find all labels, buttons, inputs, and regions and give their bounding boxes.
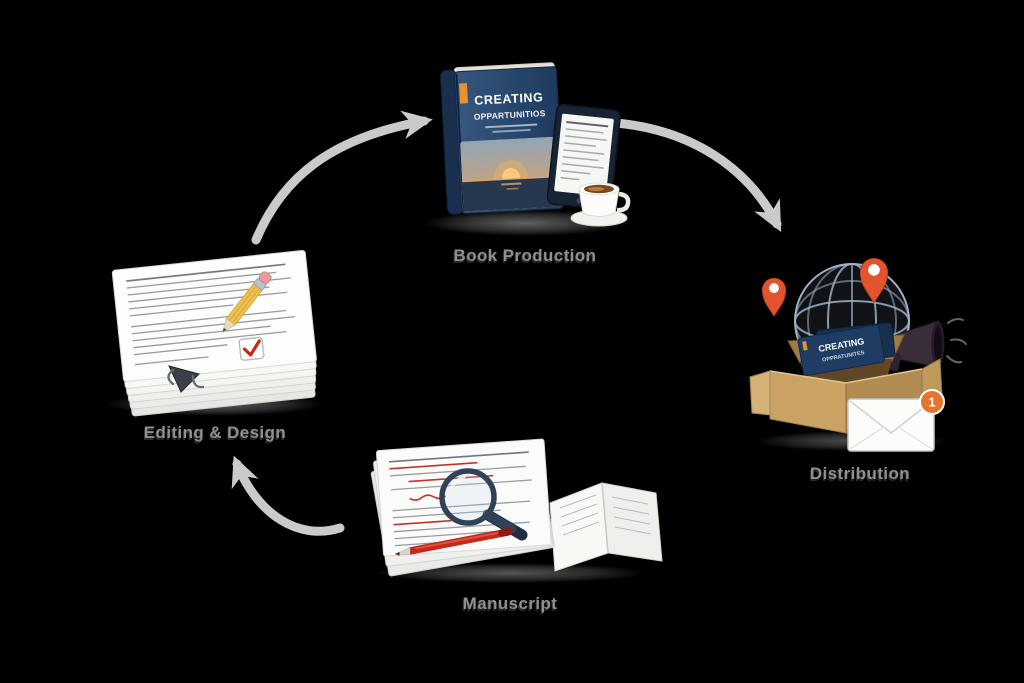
stage-label-editing-design: Editing & Design: [143, 423, 287, 442]
cover-accent: [458, 83, 469, 104]
booklet-text-lines: [559, 494, 652, 536]
coffee-cup-icon: [570, 182, 631, 227]
location-pin-icon: [761, 277, 787, 317]
arrow-editing-to-production: [251, 110, 433, 245]
stage-editing-design: Editing & Design: [85, 232, 345, 443]
stage-label-book-production: Book Production: [453, 246, 597, 265]
manuscript-text-lines: [126, 263, 295, 366]
book-cover-title: CREATING: [474, 90, 544, 108]
book-cover-subtitle: OPPARTUNITIOS: [474, 108, 546, 122]
distribution-illustration: CREATING OPPRATUNITES 1: [749, 257, 967, 452]
binder-clip-icon: [167, 365, 205, 393]
checkmark-icon: [238, 336, 265, 361]
red-pen-icon: [394, 527, 513, 556]
open-booklet: [549, 482, 663, 572]
sound-waves-icon: [946, 318, 967, 364]
location-pin-icon: [859, 257, 889, 304]
stage-manuscript: Manuscript: [350, 423, 670, 614]
magnifier-icon: [439, 468, 528, 541]
stage-book-production: CREATING OPPARTUNITIOS: [400, 55, 650, 266]
cover-sunset-image: [460, 136, 562, 212]
ereader-text-lines: [560, 120, 609, 181]
arrow-production-to-distribution: [611, 118, 782, 232]
book-production-illustration: CREATING OPPARTUNITIOS: [425, 62, 631, 236]
editing-design-illustration: [107, 249, 323, 417]
pencil-icon: [222, 271, 272, 333]
manuscript-illustration: [370, 438, 663, 583]
manuscript-shadow: [375, 563, 645, 583]
stage-label-distribution: Distribution: [809, 464, 911, 483]
badge-count: 1: [929, 396, 936, 410]
stage-distribution: CREATING OPPRATUNITES 1 Distrib: [740, 243, 980, 484]
arrow-manuscript-to-editing: [231, 455, 345, 536]
envelope-icon: 1: [847, 389, 945, 452]
stage-label-manuscript: Manuscript: [462, 594, 558, 613]
paper-stack-icon: [111, 249, 317, 417]
book-icon: CREATING OPPARTUNITIOS: [440, 62, 564, 215]
notification-badge: 1: [919, 389, 945, 415]
box-book-front: CREATING OPPRATUNITES: [797, 324, 885, 377]
